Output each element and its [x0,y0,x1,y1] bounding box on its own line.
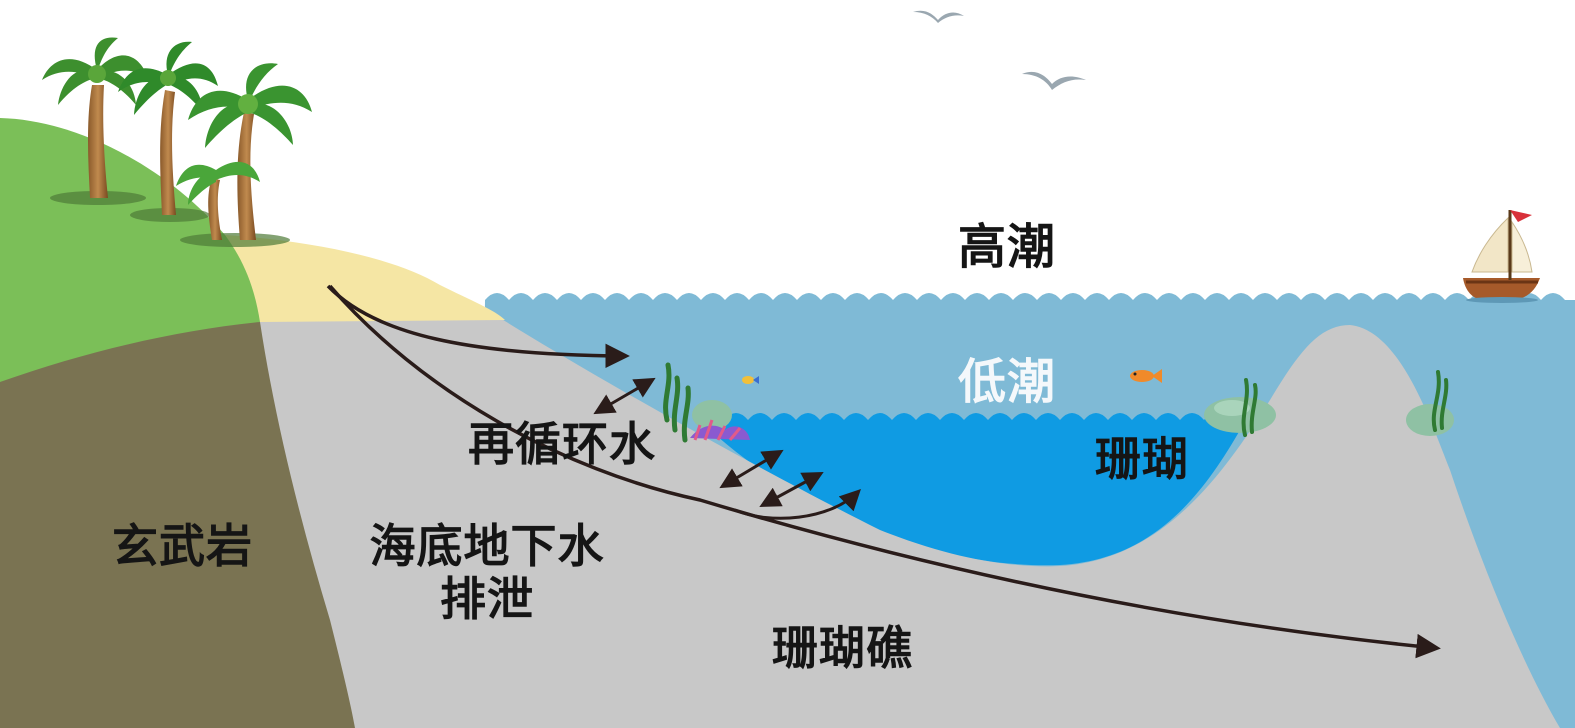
basalt-cliff [0,322,355,728]
palm-tree-icon [118,41,218,215]
high-tide-label: 高潮 [958,219,1057,275]
exchange-arrow [759,471,824,508]
coral-label: 珊瑚 [1095,432,1189,486]
recirculated-water-label: 再循环水 [468,417,656,471]
coral-cluster-icon [663,362,750,443]
palm-tree-icon [176,161,260,240]
low-tide-label: 低潮 [958,354,1057,410]
exchange-arrow [593,377,656,415]
fish-icon [742,376,759,384]
seagull-icon [913,10,964,23]
palm-tree-icon [42,37,148,198]
lagoon-water [700,413,1240,566]
sgd-label-line2: 排泄 [440,571,534,626]
sgd-label-line1: 海底地下水 [369,519,605,573]
exchange-arrow [719,449,784,489]
coral-rock-icon [1204,378,1276,437]
basalt-label: 玄武岩 [112,519,253,573]
beach-sand [225,235,505,322]
high-tide-wave [485,293,1575,310]
grass-hill [0,118,260,385]
sgd-label: 海底地下水 排泄 [352,520,622,626]
palm-shadow [180,233,290,247]
coral-reef-label: 珊瑚礁 [772,621,913,675]
sailboat-icon [1463,210,1540,303]
recirculation-flow-arrow [326,284,630,369]
coral-rock-icon [1406,370,1454,436]
fish-icon [1130,369,1162,383]
seagull-icon [1022,71,1086,90]
seepage-arrow [734,489,861,520]
